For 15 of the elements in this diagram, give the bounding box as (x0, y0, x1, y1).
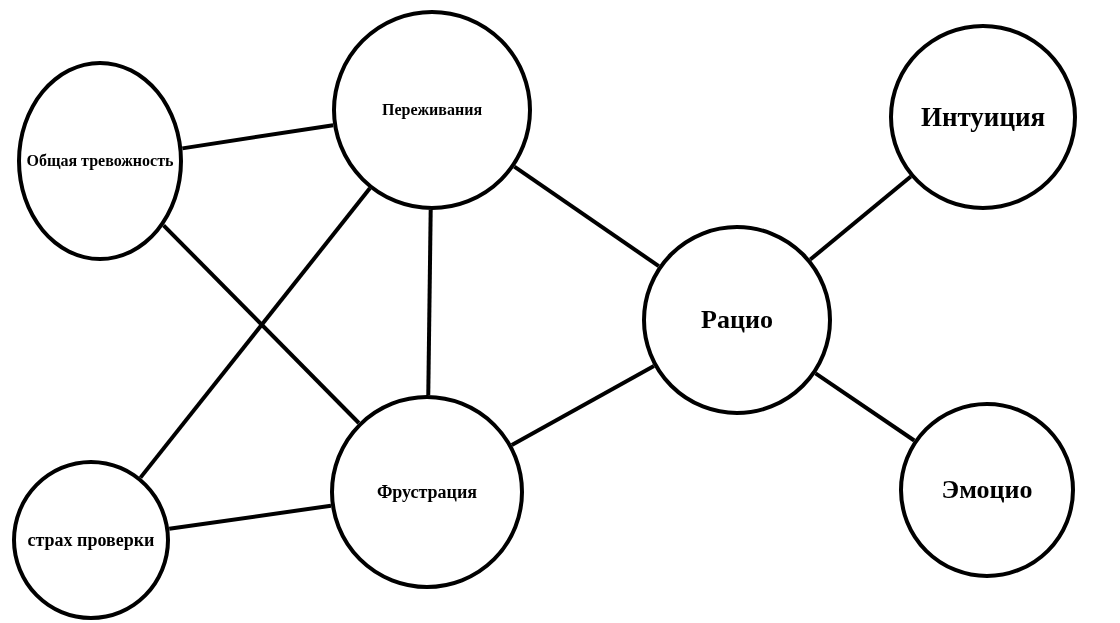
connector-line (513, 165, 660, 268)
node-label: Фрустрация (376, 480, 478, 504)
connector-line (182, 123, 334, 151)
node-label: страх проверки (27, 528, 155, 552)
node-label: Переживания (381, 100, 483, 121)
node-label: Общая тревожность (26, 151, 174, 172)
connector-line (814, 371, 916, 443)
node-label: Рацио (701, 304, 773, 337)
node-label: Интуиция (920, 100, 1046, 134)
node-label: Эмоцио (941, 474, 1033, 507)
connector-line (138, 187, 372, 479)
connector-line (426, 209, 433, 396)
connector-line (168, 503, 332, 531)
connector-line (510, 364, 655, 447)
connector-line (809, 175, 913, 262)
